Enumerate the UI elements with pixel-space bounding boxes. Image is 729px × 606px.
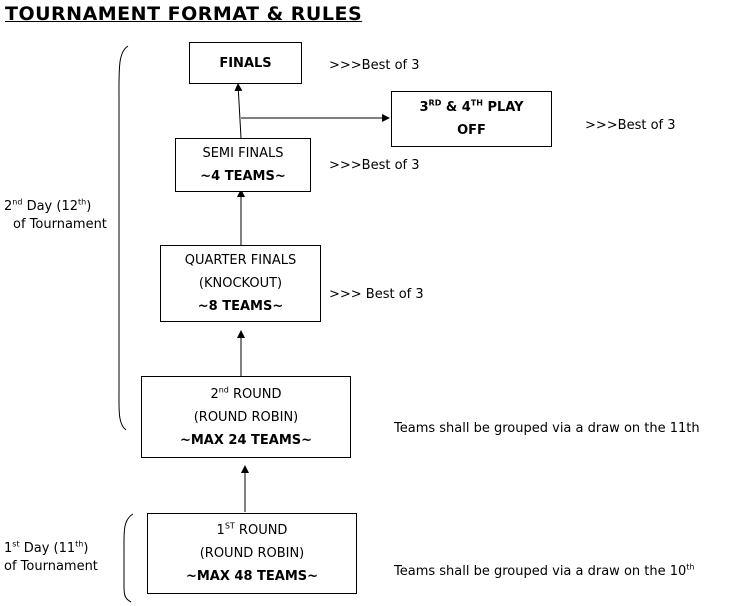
day1-brace <box>123 513 134 603</box>
quarter-finals-format: (KNOCKOUT) <box>198 276 283 291</box>
third-place-playoff-box: 3RD & 4TH PLAY OFF <box>391 91 552 147</box>
third-place-label-line2: OFF <box>457 123 486 138</box>
quarter-finals-teams: ~8 TEAMS~ <box>197 299 284 314</box>
second-round-teams: ~MAX 24 TEAMS~ <box>179 432 313 448</box>
day2-brace <box>118 45 129 431</box>
first-round-teams: ~MAX 48 TEAMS~ <box>185 569 319 584</box>
finals-note: >>>Best of 3 <box>329 58 420 73</box>
semi-finals-note: >>>Best of 3 <box>329 158 420 173</box>
first-round-box: 1ST ROUND (ROUND ROBIN) ~MAX 48 TEAMS~ <box>147 513 357 594</box>
first-round-note: Teams shall be grouped via a draw on the… <box>394 562 695 579</box>
second-round-format: (ROUND ROBIN) <box>193 409 299 425</box>
second-round-label: 2nd ROUND <box>210 385 282 402</box>
day2-label: 2nd Day (12th) of Tournament <box>4 198 107 234</box>
quarter-finals-box: QUARTER FINALS (KNOCKOUT) ~8 TEAMS~ <box>160 245 321 322</box>
first-round-format: (ROUND ROBIN) <box>199 546 305 561</box>
quarter-finals-note: >>> Best of 3 <box>329 287 424 302</box>
third-place-label-line1: 3RD & 4TH PLAY <box>419 98 524 115</box>
finals-box: FINALS <box>189 42 302 84</box>
day2-label-line1: 2nd Day (12th) <box>4 197 92 214</box>
arrow-semi-to-finals <box>234 83 243 139</box>
third-place-note: >>>Best of 3 <box>585 118 676 133</box>
second-round-note: Teams shall be grouped via a draw on the… <box>394 421 700 436</box>
day1-label-line2: of Tournament <box>4 559 98 574</box>
second-round-box: 2nd ROUND (ROUND ROBIN) ~MAX 24 TEAMS~ <box>141 376 351 458</box>
day2-label-line2: of Tournament <box>13 217 107 232</box>
first-round-label: 1ST ROUND <box>216 521 288 538</box>
semi-finals-box: SEMI FINALS ~4 TEAMS~ <box>175 138 311 192</box>
day1-label: 1st Day (11th) of Tournament <box>4 540 98 576</box>
quarter-finals-label: QUARTER FINALS <box>184 253 297 268</box>
semi-finals-label: SEMI FINALS <box>202 146 284 161</box>
finals-label: FINALS <box>219 55 272 71</box>
semi-finals-teams: ~4 TEAMS~ <box>200 169 286 184</box>
day1-label-line1: 1st Day (11th) <box>4 539 89 556</box>
page-title: TOURNAMENT FORMAT & RULES <box>5 3 363 25</box>
